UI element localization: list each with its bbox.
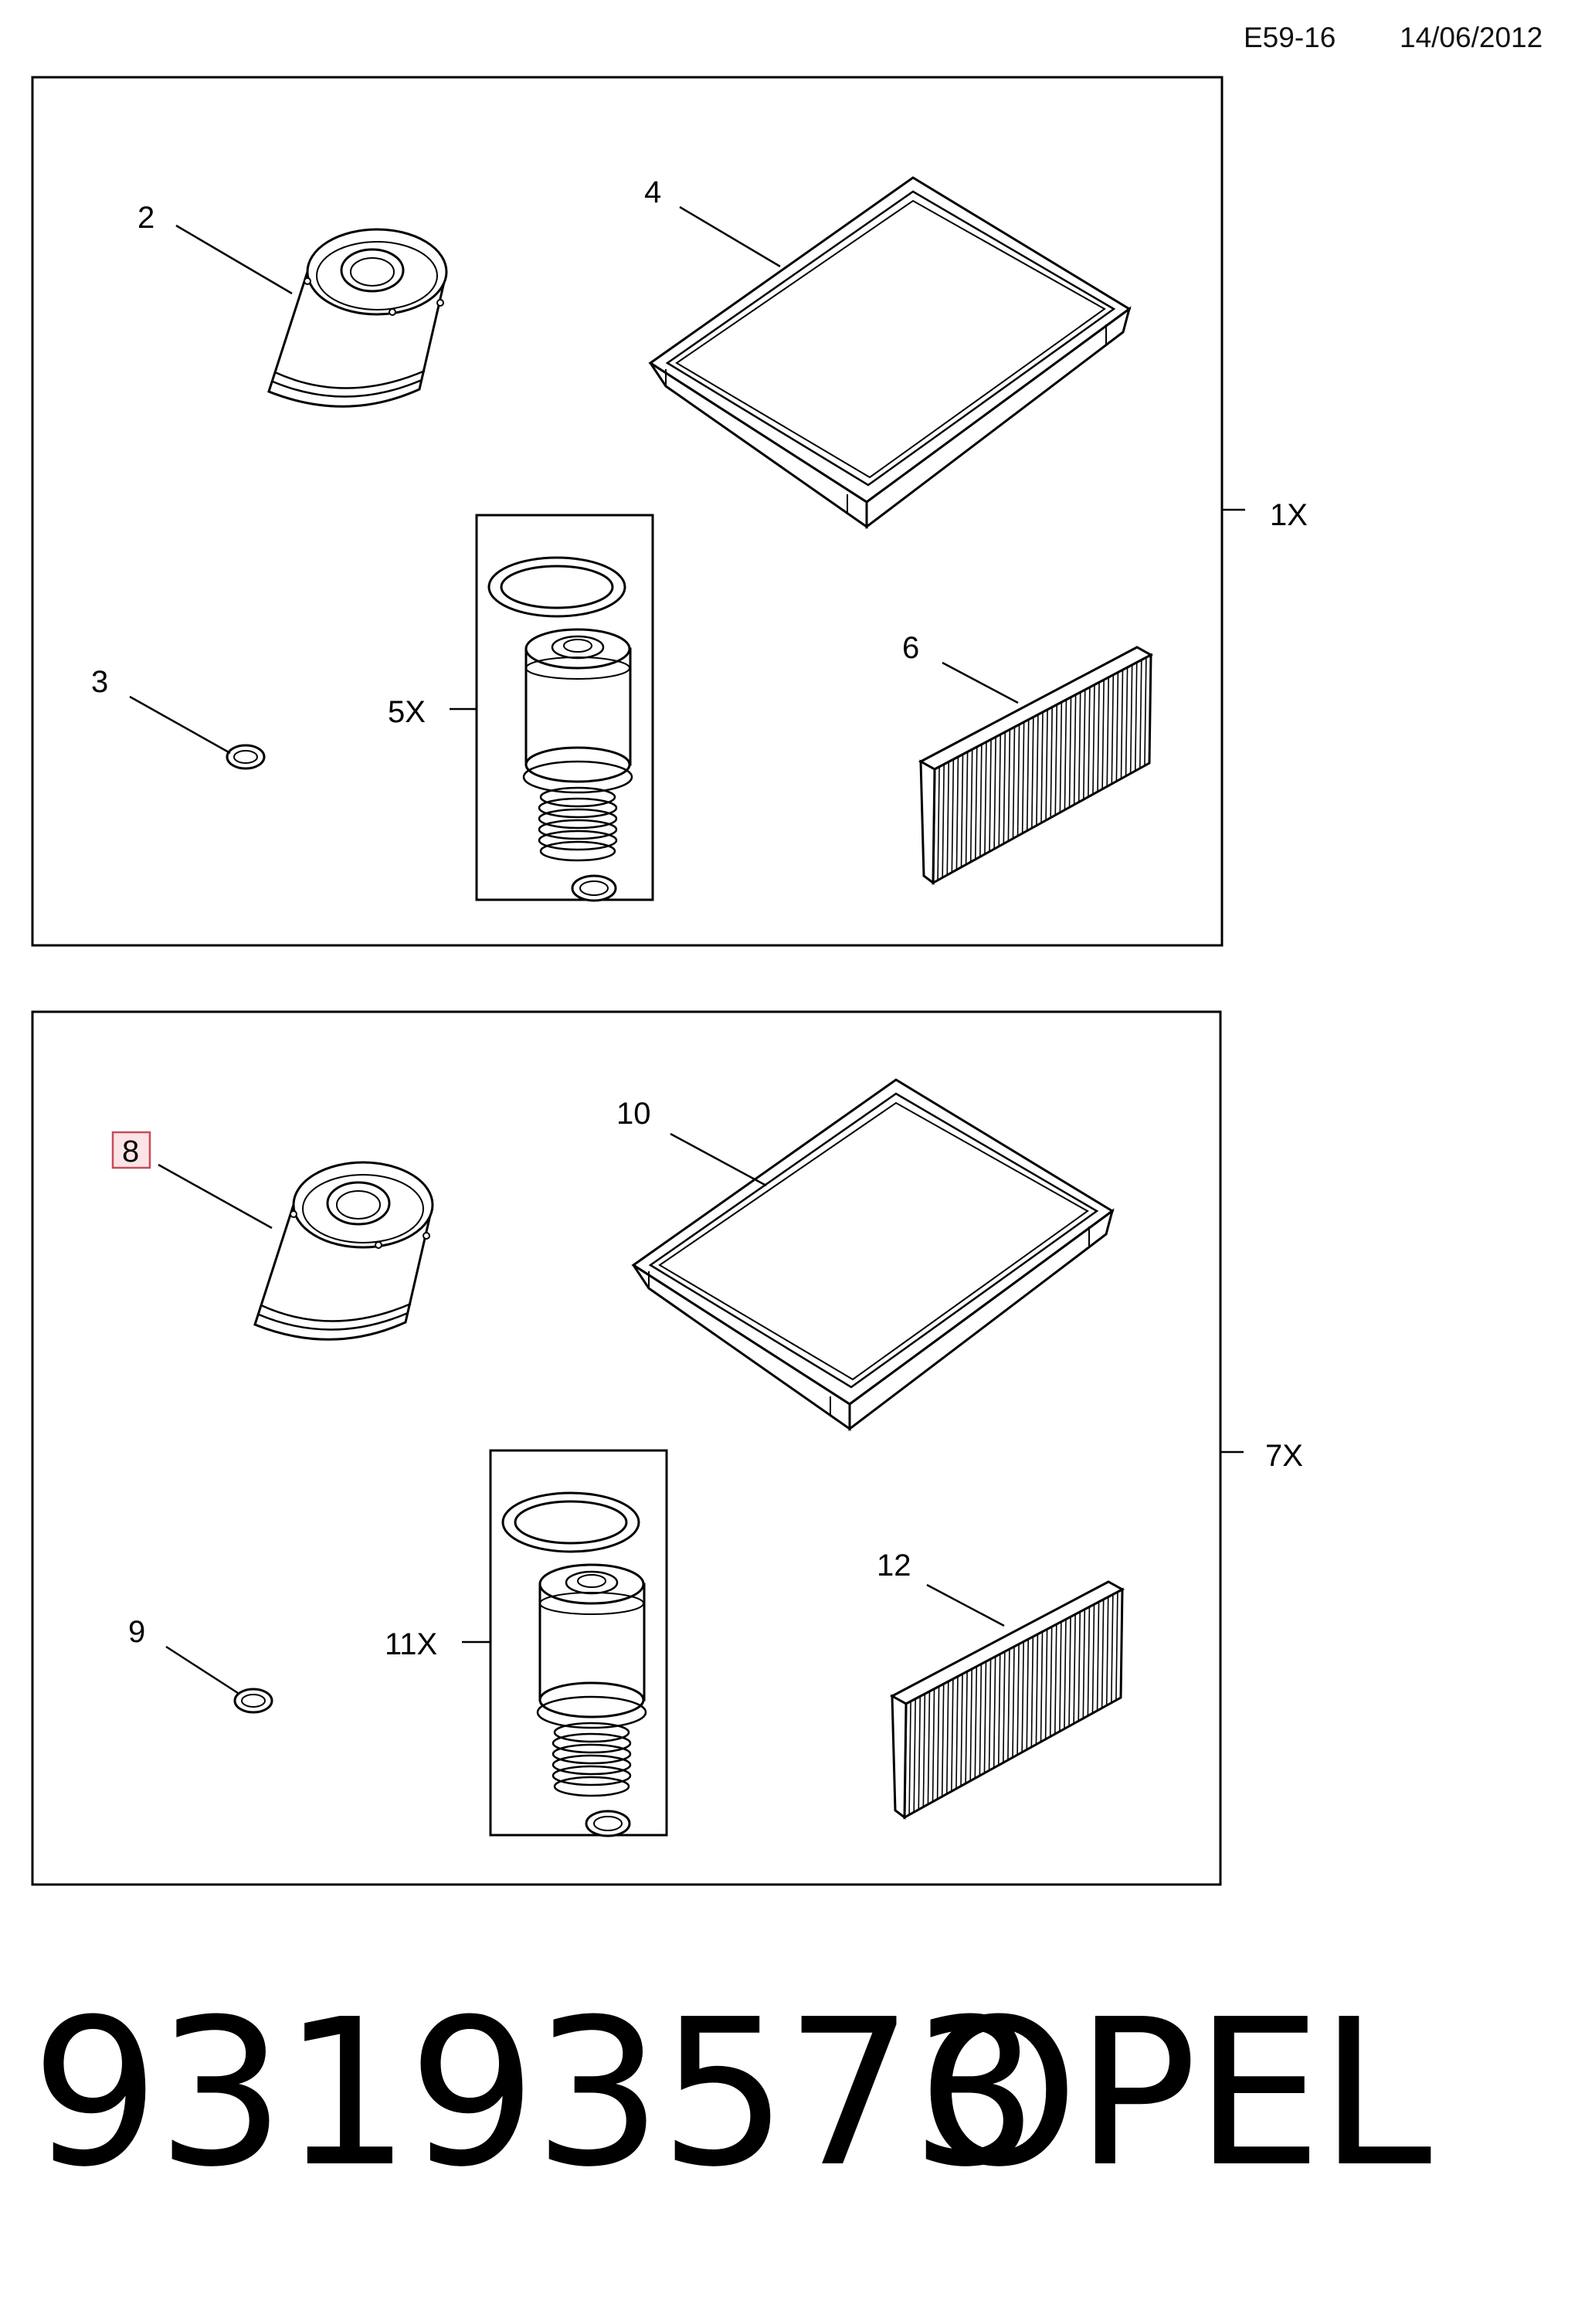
leader-line	[129, 695, 231, 755]
cabin-filter-drawing	[919, 646, 1152, 884]
seal-ring-drawing	[233, 1688, 273, 1714]
fuel-filter-kit-drawing	[501, 1491, 647, 1837]
leader-line	[670, 1132, 767, 1187]
fuel-filter-kit-drawing	[487, 556, 633, 902]
part-number: 93193573	[31, 1976, 1040, 2211]
group-frame	[31, 76, 1224, 947]
callout-oil-filter: 8	[122, 1135, 139, 1169]
callout-fuel-filter-kit: 11X	[385, 1627, 437, 1661]
callout-fuel-filter-kit: 5X	[388, 695, 426, 729]
leader-line	[175, 224, 293, 295]
kit-group-1: 2 4 3 5X 6 1X	[31, 76, 1308, 947]
diagram-code: E59-16	[1244, 22, 1336, 53]
group-frame	[31, 1010, 1222, 1886]
air-filter-drawing	[649, 176, 1131, 528]
callout-seal: 3	[91, 665, 108, 699]
highlight-box	[111, 1131, 151, 1169]
leader-line	[165, 1645, 239, 1695]
leader-line	[942, 661, 1019, 704]
oil-filter-drawing	[267, 228, 448, 408]
callout-air-filter: 10	[616, 1097, 651, 1131]
callout-air-filter: 4	[644, 175, 661, 209]
air-filter-drawing	[632, 1078, 1114, 1430]
leader-line	[158, 1163, 273, 1230]
leader-line	[926, 1583, 1005, 1627]
group-quantity: 1X	[1270, 498, 1308, 532]
callout-oil-filter: 2	[137, 201, 154, 235]
callout-cabin-filter: 6	[902, 631, 919, 665]
kit-group-2: 8 10 9 11X 12 7X	[31, 1010, 1303, 1886]
cabin-filter-drawing	[891, 1580, 1124, 1819]
group-quantity: 7X	[1265, 1439, 1303, 1473]
oil-filter-drawing	[253, 1161, 434, 1341]
callout-cabin-filter: 12	[877, 1549, 911, 1583]
callout-seal: 9	[128, 1615, 145, 1649]
leader-line	[679, 205, 781, 268]
diagram-date: 14/06/2012	[1400, 22, 1543, 53]
seal-ring-drawing	[226, 744, 266, 770]
vehicle-make: OPEL	[919, 1976, 1432, 2211]
fuel-filter-kit-frame	[475, 514, 654, 901]
